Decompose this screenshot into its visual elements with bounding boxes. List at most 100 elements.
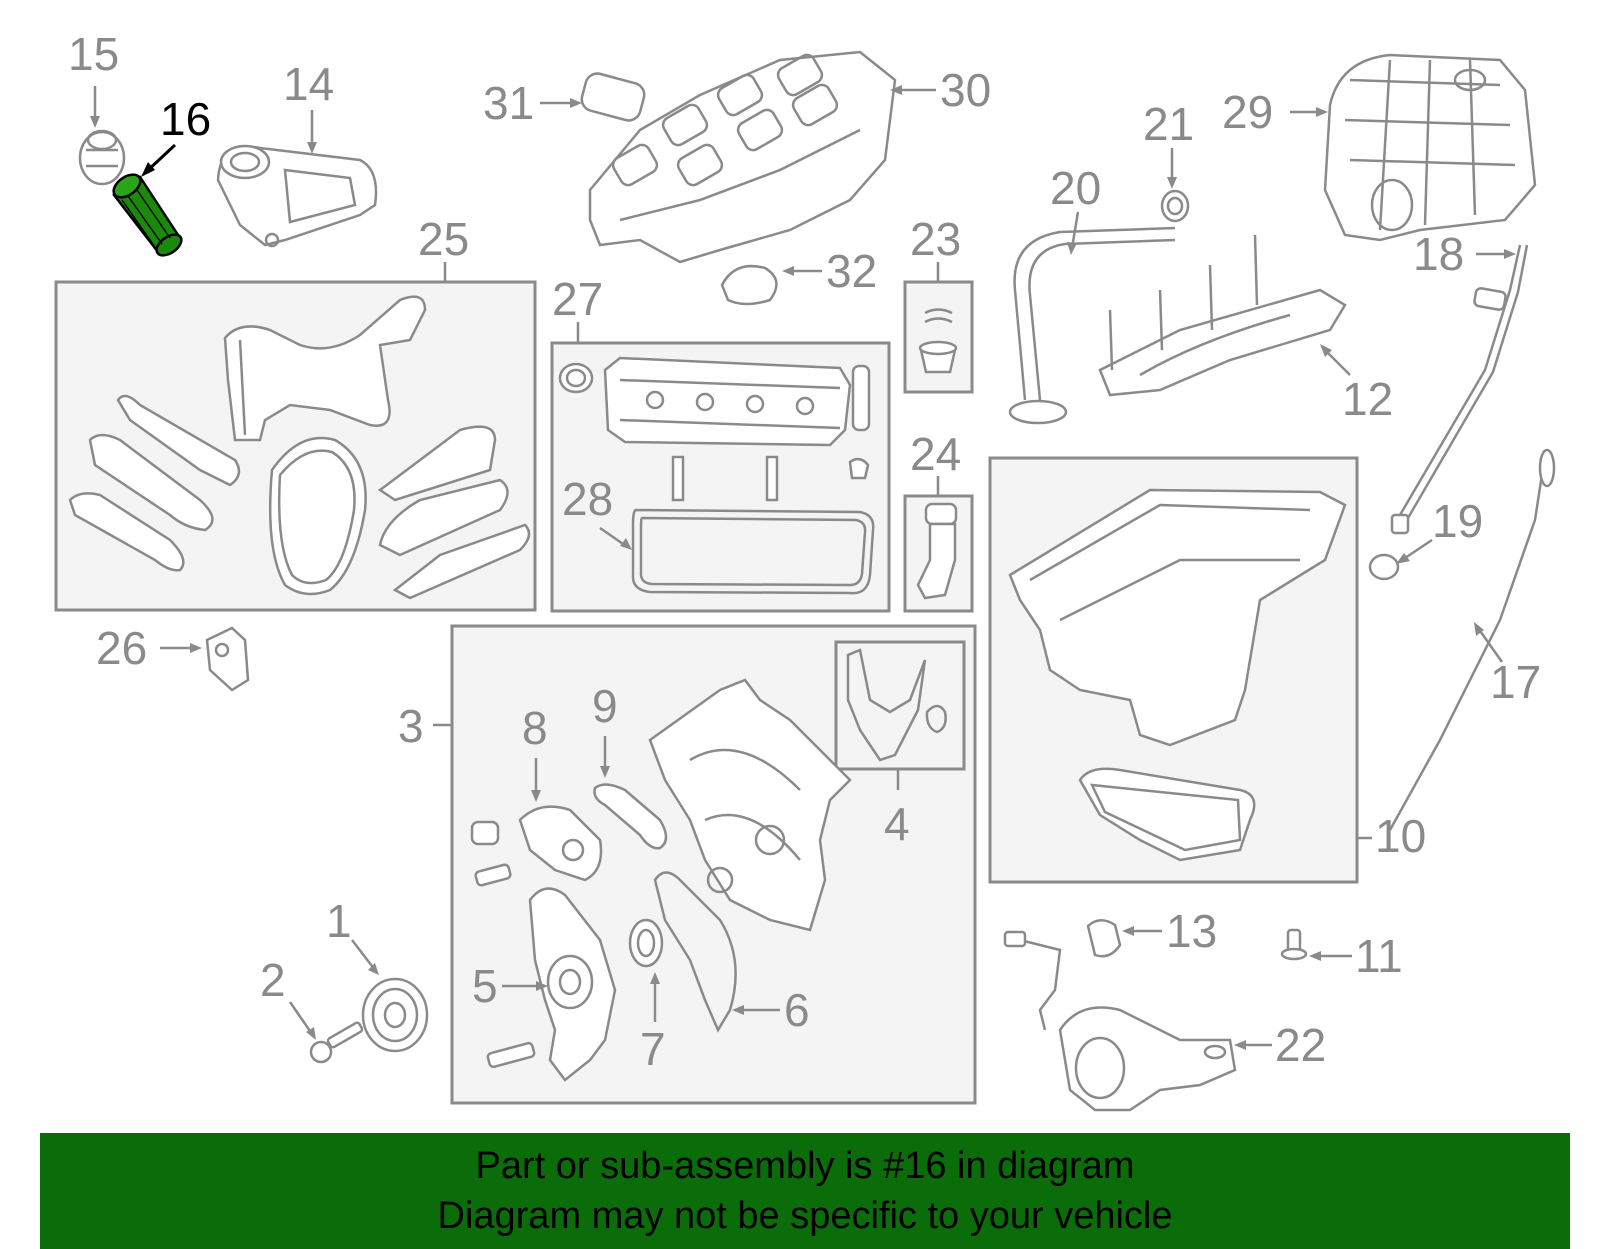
part-11-bolt — [1280, 928, 1308, 961]
arrowhead-15 — [90, 116, 100, 128]
part-8-pump-housing — [470, 805, 603, 887]
banner-line-1: Part or sub-assembly is #16 in diagram — [475, 1145, 1135, 1187]
arrowhead-13 — [1122, 926, 1134, 936]
leader-19 — [1401, 538, 1433, 562]
callout-23: 23 — [910, 213, 961, 265]
arrowhead-2 — [306, 1027, 316, 1040]
part-22-oil-pump — [1003, 930, 1237, 1112]
callout-19: 19 — [1432, 495, 1483, 547]
callout-1: 1 — [326, 895, 352, 947]
callout-6: 6 — [784, 984, 810, 1036]
leader-20 — [1070, 211, 1080, 249]
part-25-timing-kit — [68, 295, 531, 600]
part-2-bolt — [309, 1021, 364, 1064]
part-1-pulley — [361, 977, 429, 1053]
leader-17 — [1476, 627, 1504, 663]
callout-10: 10 — [1375, 810, 1426, 862]
part-14-filter-housing — [216, 144, 378, 248]
arrowhead-12 — [1320, 344, 1332, 357]
arrowhead-11 — [1309, 951, 1321, 961]
callout-27: 27 — [552, 273, 603, 325]
callout-8: 8 — [522, 702, 548, 754]
callout-5: 5 — [472, 960, 498, 1012]
part-6-gasket — [653, 871, 737, 1033]
part-17-dipstick — [1388, 448, 1556, 831]
callout-15: 15 — [68, 28, 119, 80]
callout-31: 31 — [483, 77, 534, 129]
leader-1 — [351, 939, 376, 971]
part-32-gasket — [720, 264, 778, 306]
callout-3: 3 — [398, 700, 424, 752]
callout-32: 32 — [826, 245, 877, 297]
callout-12: 12 — [1342, 373, 1393, 425]
leader-28 — [599, 526, 627, 548]
callout-17: 17 — [1490, 656, 1541, 708]
part-9-gasket — [593, 783, 668, 850]
arrowhead-18 — [1504, 249, 1516, 259]
group-box-23 — [903, 280, 974, 394]
arrowhead-1 — [368, 963, 379, 975]
part-19-o-ring — [1368, 553, 1400, 581]
arrowhead-19 — [1396, 553, 1410, 564]
arrowhead-30 — [890, 85, 902, 95]
banner-line-2: Diagram may not be specific to your vehi… — [437, 1195, 1173, 1237]
part-13-plug — [1086, 919, 1122, 958]
callout-13: 13 — [1166, 905, 1217, 957]
part-23-oil-cap — [918, 308, 958, 374]
part-21-o-ring — [1160, 189, 1190, 223]
callout-18: 18 — [1413, 228, 1464, 280]
arrowhead-7 — [650, 972, 660, 984]
arrowhead-9 — [600, 766, 610, 778]
callout-20: 20 — [1050, 162, 1101, 214]
callout-9: 9 — [592, 680, 618, 732]
callout-4: 4 — [884, 798, 910, 850]
part-4-gasket-set — [846, 648, 947, 762]
callout-30: 30 — [940, 64, 991, 116]
callout-2: 2 — [260, 954, 286, 1006]
callout-11: 11 — [1355, 930, 1403, 982]
part-18-dipstick-tube — [1390, 244, 1529, 535]
arrowhead-8 — [531, 790, 541, 802]
part-12-windage-tray — [1098, 234, 1347, 397]
arrowhead-28 — [620, 538, 632, 550]
part-28-cover-gasket — [631, 508, 875, 595]
callout-22: 22 — [1275, 1019, 1326, 1071]
part-24-filler-tube — [916, 502, 958, 600]
callout-7: 7 — [640, 1023, 666, 1075]
part-7-seal — [628, 918, 664, 968]
leader-2 — [288, 1001, 314, 1035]
part-16-oil-filter[interactable] — [110, 170, 186, 260]
arrowhead-29 — [1316, 107, 1328, 117]
arrowhead-16 — [141, 162, 155, 177]
arrowhead-14 — [307, 142, 317, 154]
arrowhead-32 — [782, 266, 794, 276]
callout-26: 26 — [96, 622, 147, 674]
callout-24: 24 — [910, 428, 961, 480]
part-10-oil-pan — [1008, 488, 1347, 862]
part-31-gasket — [580, 72, 646, 122]
arrowhead-17 — [1474, 622, 1484, 636]
part-5-water-pump — [486, 887, 617, 1082]
part-15-filter-cap — [78, 129, 126, 186]
timing-cover — [648, 678, 852, 932]
arrowhead-22 — [1234, 1040, 1246, 1050]
part-26-sensor — [205, 626, 250, 692]
arrowhead-5 — [536, 981, 548, 991]
info-banner: Part or sub-assembly is #16 in diagram D… — [40, 1133, 1570, 1249]
arrowhead-21 — [1167, 177, 1177, 189]
callout-14: 14 — [283, 58, 334, 110]
callout-29: 29 — [1222, 86, 1273, 138]
leader-12 — [1324, 349, 1351, 376]
callout-21: 21 — [1143, 98, 1194, 150]
part-27-valve-cover — [558, 356, 871, 502]
part-20-pickup-tube — [1008, 226, 1176, 425]
part-30-intake-manifold — [588, 50, 897, 264]
arrowhead-26 — [190, 643, 202, 653]
callout-28: 28 — [562, 473, 613, 525]
part-29-lower-manifold — [1323, 53, 1537, 242]
arrowhead-6 — [732, 1005, 744, 1015]
arrowhead-20 — [1067, 242, 1077, 255]
arrowhead-31 — [570, 98, 582, 108]
callout-25: 25 — [418, 213, 469, 265]
